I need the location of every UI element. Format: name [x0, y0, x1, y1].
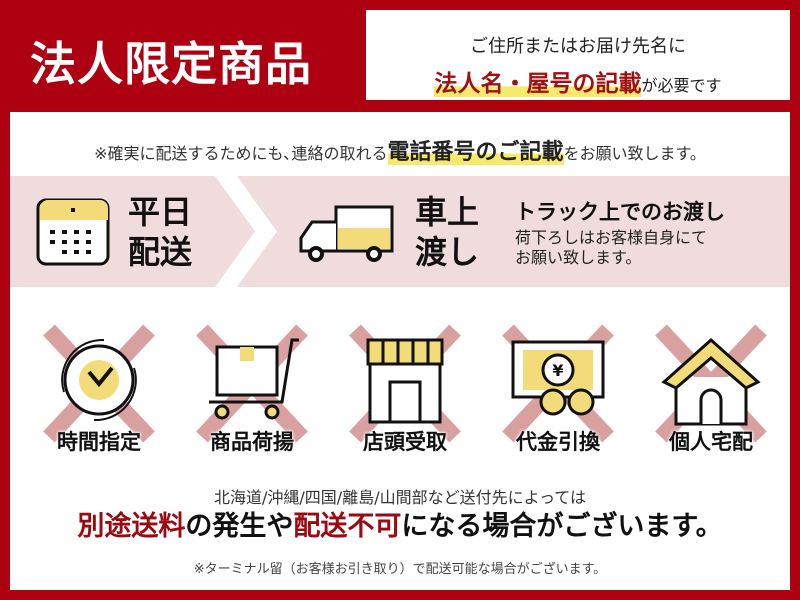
unavailable-label: 個人宅配: [669, 430, 753, 454]
weekday-line1: 平日: [128, 193, 193, 231]
truck-handover-label: 車上渡し: [415, 192, 479, 272]
main-panel: ※確実に配送するためにも､連絡の取れる電話番号のご記載をお願い致します。 平日配…: [10, 112, 790, 590]
notice-line1: ご住所またはお届け先名に: [470, 36, 686, 57]
unavailable-service: 時間指定: [34, 322, 164, 454]
chevron-divider-icon: [215, 176, 277, 287]
phone-note-suffix: をお願い致します。: [563, 144, 706, 163]
unavailable-service: 商品荷揚: [187, 322, 317, 454]
unavailable-service: 店頭受取: [340, 322, 470, 454]
footer-mid: の発生や: [185, 511, 294, 542]
weekday-delivery-label: 平日配送: [128, 192, 192, 272]
unavailable-label: 店頭受取: [363, 430, 447, 454]
corporate-name-notice: ご住所またはお届け先名に 法人名・屋号の記載が必要です: [366, 10, 790, 100]
weekday-line2: 配送: [128, 233, 193, 271]
phone-note: ※確実に配送するためにも､連絡の取れる電話番号のご記載をお願い致します。: [10, 134, 790, 166]
notice-highlight: 法人名・屋号の記載: [434, 71, 642, 97]
truck-desc: 荷下ろしはお客様自身にてお願い致します。: [515, 228, 707, 268]
delivery-band: 平日配送 車上渡し トラック上でのお渡し 荷下ろしはお客様自身にてお願い致します…: [10, 176, 790, 287]
yen-cash-icon: ¥: [502, 324, 614, 443]
clock-icon: [43, 324, 155, 443]
undeliverable: 配送不可: [293, 511, 402, 542]
truck-desc2: お願い致します。: [515, 248, 642, 267]
truck-line2: 渡し: [415, 233, 480, 271]
phone-note-highlight: 電話番号のご記載: [387, 140, 564, 165]
house-icon: [655, 324, 767, 443]
unavailable-service: 個人宅配: [646, 322, 776, 454]
unavailable-label: 代金引換: [516, 430, 600, 454]
unavailable-service: ¥ 代金引換: [493, 322, 623, 454]
footer-line1: 北海道/沖縄/四国/離島/山間部など送付先によっては: [214, 488, 586, 507]
unavailable-label: 時間指定: [57, 430, 141, 454]
unavailable-label: 商品荷揚: [210, 430, 294, 454]
footer-note: ※ターミナル留（お客様お引き取り）で配送可能な場合がございます。: [193, 562, 607, 577]
truck-icon: [299, 205, 394, 262]
phone-note-prefix: ※確実に配送するためにも､連絡の取れる: [94, 144, 388, 163]
page-title: 法人限定商品: [30, 37, 312, 91]
extra-shipping: 別途送料: [77, 511, 186, 542]
truck-title: トラック上でのお渡し: [515, 200, 725, 224]
footer-warning: 別途送料の発生や配送不可になる場合がございます。: [10, 504, 790, 543]
cart-icon: [196, 324, 308, 443]
truck-line1: 車上: [415, 193, 480, 231]
store-icon: [349, 324, 461, 443]
truck-desc1: 荷下ろしはお客様自身にて: [515, 228, 708, 247]
footer-end: になる場合がございます。: [401, 511, 723, 542]
svg-text:¥: ¥: [552, 361, 563, 380]
notice-suffix: が必要です: [641, 76, 722, 95]
calendar-icon: [36, 198, 110, 266]
